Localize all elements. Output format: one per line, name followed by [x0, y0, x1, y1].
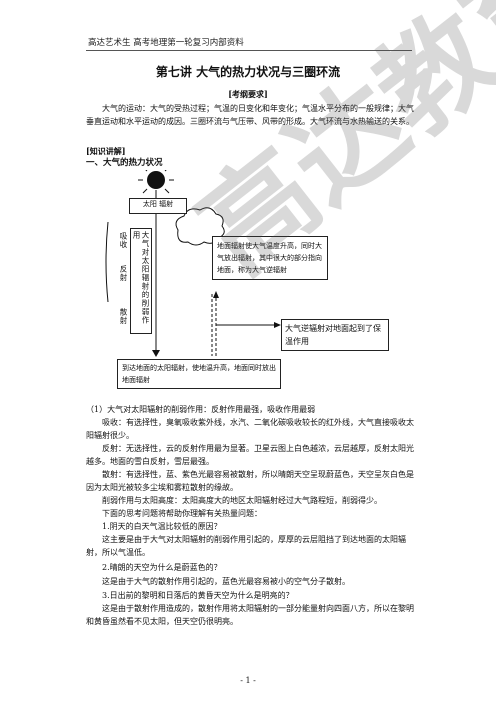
body-paragraph-1: （1）大气对太阳辐射的削弱作用：反射作用最强，吸收作用最弱 [86, 405, 316, 414]
question-1: 1.阴天的白天气温比较低的原因？ [102, 522, 222, 531]
question-3: 3.日出前的黎明和日落后的黄昏天空为什么是明亮的？ [102, 591, 294, 600]
reflect-label: 反射 [119, 265, 128, 282]
requirements-text: 大气的运动：大气的受热过程；气温的日变化和年变化；气温水平分布的一般规律；大气垂… [86, 104, 414, 126]
body-paragraph-intro: 下面的思考问题将帮助你理解有关热量问题： [102, 509, 262, 518]
insulation-box: 大气逆辐射对地面起到了保温作用 [281, 319, 389, 351]
weaken-effect-label: 大气对太阳辐射的削弱作用 [130, 228, 152, 334]
body-paragraph-reflect: 反射：无选择性，云的反射作用最为显著。卫星云图上白色越浓，云层越厚，反射太阳光越… [86, 444, 414, 466]
atmosphere-heat-diagram [105, 170, 281, 357]
absorb-label: 吸收 [119, 232, 128, 249]
page-header: 高达艺术生 高考地理第一轮复习内部资料 [88, 38, 244, 48]
solar-radiation-box: 太阳 辐射 [129, 198, 187, 214]
knowledge-heading: [知识讲解] [86, 146, 126, 156]
body-paragraph-absorb: 吸收：有选择性，臭氧吸收紫外线，水汽、二氧化碳吸收较长的红外线，大气直接吸收太阳… [86, 418, 414, 440]
answer-1: 这主要是由于大气对太阳辐射的削弱作用引起的，厚厚的云层阻挡了到达地面的太阳辐射，… [86, 535, 406, 557]
page-title: 第七讲 大气的热力状况与三圈环流 [155, 65, 341, 79]
header-divider [86, 50, 412, 51]
sun-icon [138, 170, 174, 197]
counter-radiation-box: 地面辐射使大气温度升高，同时大气放出辐射，其中很大的部分指向地面，称为大气逆辐射 [212, 236, 328, 280]
section-heading: 一、大气的热力状况 [86, 158, 163, 168]
answer-3: 这是由于散射作用造成的，散射作用将太阳辐射的一部分能量射向四面八方，所以在黎明和… [86, 604, 414, 626]
body-paragraph-sun-height: 削弱作用与太阳高度：太阳高度大的地区太阳辐射经过大气路程短，削弱得少。 [102, 496, 382, 505]
ground-radiation-box: 到达地面的太阳辐射，使地温升高，地面同时放出地面辐射 [117, 359, 281, 389]
requirements-heading: [考纲要求] [228, 89, 268, 99]
body-paragraph-scatter: 散射：有选择性，蓝、紫色光最容易被散射，所以晴朗天空呈现蔚蓝色，天空呈灰白色是因… [86, 470, 414, 492]
question-2: 2.晴朗的天空为什么是蔚蓝色的？ [102, 563, 222, 572]
scatter-label: 散射 [119, 308, 128, 325]
answer-2: 这是由于大气的散射作用引起的，蓝色光最容易被小的空气分子散射。 [102, 577, 350, 586]
page-number: - 1 - [240, 676, 256, 685]
